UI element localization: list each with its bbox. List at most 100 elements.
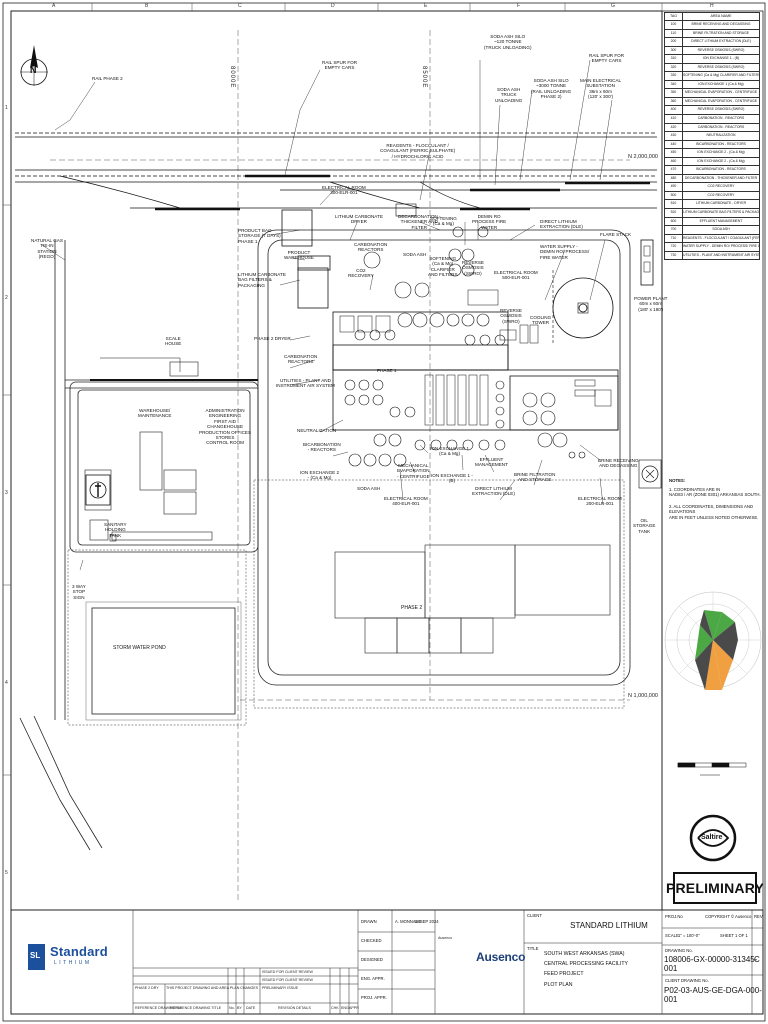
label-storm-pond: STORM WATER POND: [113, 645, 166, 651]
drawing-rev: C: [754, 955, 760, 964]
title-line: FEED PROJECT: [544, 971, 584, 977]
legend-desc: DIRECT LITHIUM EXTRACTION (DLE): [691, 39, 751, 44]
grid-row-5: 5: [5, 870, 8, 876]
label-co2-recovery: CO2 RECOVERY: [348, 268, 374, 279]
client-drawing-number: P02-03-AUS-GE-DGA-000-001: [664, 986, 762, 1004]
reference-row: PHASE 2 DRY: [135, 986, 159, 990]
saltire-logo-icon: [689, 814, 737, 862]
legend-row: 110 BRINE FILTRATION AND STORAGE: [664, 28, 760, 38]
label-rail-phase2: RAIL PHASE 2: [92, 76, 123, 81]
label-scale-house: SCALE HOUSE: [165, 336, 182, 347]
legend-tag: 350: [665, 89, 683, 97]
legend-desc: BRINE RECEIVING AND DEGASSING: [691, 22, 751, 26]
legend-desc: LITHIUM CARBONATE - DRYER: [695, 201, 747, 206]
legend-desc: SODA ASH: [712, 227, 730, 232]
proj-no-label: PROJ.No: [665, 914, 683, 919]
label-ro-2: REVERSE OSMOSIS (SWRO): [500, 308, 522, 324]
revision-row: ISSUED FOR CLIENT REVIEW: [262, 978, 313, 982]
title-label: TITLE: [527, 946, 539, 951]
sheet-number: SHEET 1 OF 1: [720, 933, 748, 938]
label-natural-gas: NATURAL GAS TIE-IN STATION (REGO): [31, 238, 63, 260]
legend-desc: REVERSE OSMOSIS (SWRO): [697, 64, 745, 69]
standard-lithium-logo-sub: LITHIUM: [54, 960, 92, 966]
legend-desc: DECARBONATION - THICKENER AND FILTER: [684, 175, 758, 180]
client-drawing-label: CLIENT DRAWING No.: [665, 978, 709, 983]
legend-tag: 600: [665, 217, 683, 226]
grid-col-f: F: [517, 3, 521, 9]
label-warehouse: WAREHOUSE/ MAINTENANCE: [138, 408, 172, 419]
label-dle-top: DIRECT LITHIUM EXTRACTION (DLE): [540, 219, 583, 230]
client-name: STANDARD LITHIUM: [570, 921, 648, 930]
label-decarbonation: DECARBONATION - THICKENER AND FILTER: [398, 214, 441, 230]
label-flare-stack: FLARE STACK: [600, 232, 632, 237]
grid-row-4: 4: [5, 680, 8, 686]
revision-row: ISSUED FOR CLIENT REVIEW: [262, 970, 313, 974]
copyright: COPYRIGHT © Ausenco: [705, 914, 752, 919]
label-li-carb-dryer: LITHIUM CARBONATE DRYER: [335, 214, 383, 225]
rev-by-header: BY: [237, 1006, 242, 1010]
label-neutralization: NEUTRALIZATION: [297, 428, 337, 433]
legend-tag: 100: [665, 21, 683, 29]
revision-row: PRELIMINARY ISSUE: [262, 986, 299, 990]
legend-tag: 440: [665, 140, 683, 149]
legend-tag: 490: [665, 183, 683, 191]
legend-desc: CARBONATION - REACTORS: [697, 124, 745, 129]
northing-label: N 2,000,000: [628, 154, 658, 160]
legend-desc: REVERSE OSMOSIS (SWRO): [697, 47, 745, 52]
label-rail-spur-east: RAIL SPUR FOR EMPTY CARS: [589, 53, 625, 64]
legend-row: 100 BRINE RECEIVING AND DEGASSING: [664, 20, 760, 29]
legend-tag: 110: [665, 29, 683, 38]
grid-row-3: 3: [5, 490, 8, 496]
legend-row: 700 SODA ASH: [664, 225, 760, 234]
legend-tag: 340: [665, 80, 683, 89]
label-phase1: PHASE 1: [377, 368, 397, 373]
rev-date-header: DATE: [246, 1006, 256, 1010]
label-ion-exchange-2: ION EXCHANGE 2 - (Ca & Mg): [300, 470, 340, 481]
drawn-by: A. MONNAHE: [395, 919, 422, 924]
label-carbonation-reactors: CARBONATION REACTORS: [354, 242, 388, 253]
title-line: SOUTH WEST ARKANSAS (SWA): [544, 951, 625, 957]
legend-tag: 330: [665, 72, 683, 80]
label-dle-low: DIRECT LITHIUM EXTRACTION (DLE): [472, 486, 515, 497]
label-effluent: EFFLUENT MANAGEMENT: [475, 457, 508, 468]
wind-rose-icon: [664, 591, 762, 690]
reference-row: THIS PROJECT DRAWING AND AREA PLAN CHANG…: [166, 986, 259, 990]
legend-tag: 480: [665, 174, 683, 183]
legend-desc: MECHANICAL EVAPORATION - CENTRIFUGE: [684, 98, 758, 103]
legend-desc: LITHIUM CARBONATE BAG FILTERS & PACKAGIN…: [683, 210, 759, 215]
label-elec-room-300: ELECTRICAL ROOM 300-ELR-001: [322, 185, 366, 196]
label-product-bag: PRODUCT BAG STORAGE (7 DAYS) PHASE 1: [238, 228, 281, 244]
label-water-supply: WATER SUPPLY - DEMIN RO/ PROCESS/ FIRE W…: [540, 244, 590, 260]
ref-drawing-no-header: REFERENCE DRAWING No.: [135, 1006, 182, 1010]
label-phase2-dryer: PHASE 2 DRYER: [254, 336, 291, 341]
legend-tag: 500: [665, 191, 683, 200]
label-elec-room-400: ELECTRICAL ROOM 400-ELR-001: [384, 496, 428, 507]
notes: NOTES: 1. COORDINATES ARE IN NAD83 / AR …: [669, 478, 761, 527]
legend-tag: 510: [665, 200, 683, 209]
scale-label: SCALE: [665, 933, 679, 938]
title-line: CENTRAL PROCESSING FACILITY: [544, 961, 628, 967]
note-item: 1. COORDINATES ARE IN NAD83 / AR (ZONE 0…: [669, 486, 761, 498]
grid-col-a: A: [52, 3, 56, 9]
legend-tag-header: TAG: [665, 13, 683, 20]
eng-header: ENG: [341, 1006, 349, 1010]
legend-desc: CO2 RECOVERY: [707, 184, 735, 189]
legend-tag: 700: [665, 226, 683, 234]
label-utilities: UTILITIES - PLANT AND INSTRUMENT AIR SYS…: [276, 378, 335, 389]
legend-header: TAG AREA NAME: [664, 12, 760, 20]
label-oil-storage: OIL STORAGE TANK: [633, 518, 656, 534]
scale-value: 1" = 100'-0": [678, 933, 700, 938]
grid-col-c: C: [238, 3, 242, 9]
label-brine-receiving: BRINE RECEIVING AND DEGASSING: [598, 458, 639, 469]
label-admin: ADMINISTRATION ENGINEERING FIRST AID CHA…: [199, 408, 252, 446]
legend-desc: BRINE FILTRATION AND STORAGE: [693, 30, 749, 35]
rev-no-header: No.: [229, 1006, 235, 1010]
